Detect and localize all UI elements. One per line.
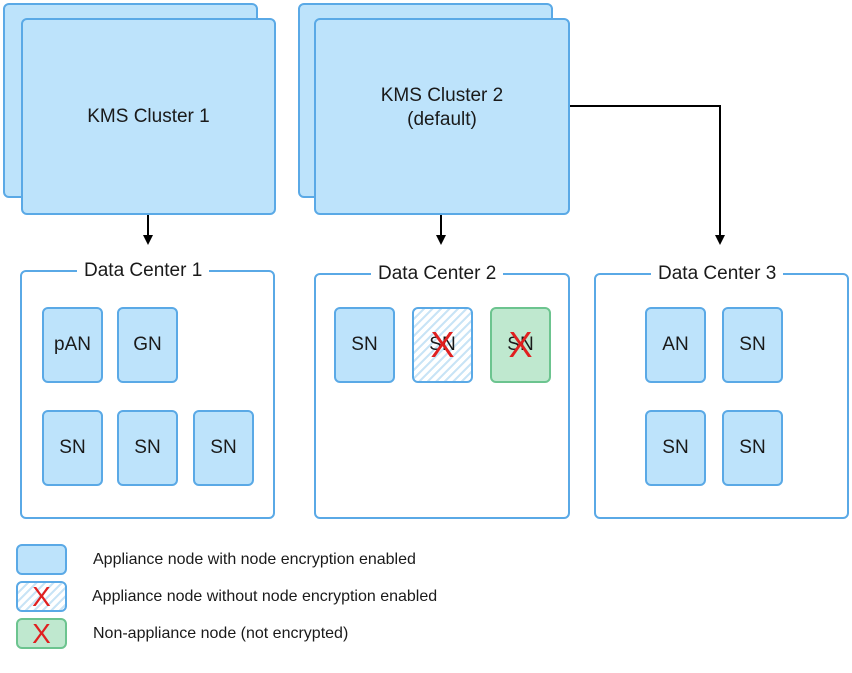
node-label: SN	[739, 334, 766, 355]
legend-swatch-unencrypted-appliance: X	[16, 581, 67, 612]
node-label: SN	[134, 437, 161, 458]
data-center-2: Data Center 2 SN SN X SN X	[314, 263, 570, 519]
node-label: SN	[351, 334, 378, 355]
node-label: SN	[59, 437, 86, 458]
node-label: SN	[210, 437, 237, 458]
node-sn-unencrypted-appliance: SN X	[412, 307, 473, 383]
data-center-3: Data Center 3 AN SN SN SN	[594, 263, 849, 519]
node-label: pAN	[54, 334, 91, 355]
legend-swatch-encrypted	[16, 544, 67, 575]
x-mark-icon: X	[430, 324, 455, 365]
x-mark-icon: X	[32, 580, 51, 612]
node-sn: SN	[193, 410, 254, 486]
arrow-kms2-to-dc3	[570, 105, 725, 245]
kms-cluster-1-label: KMS Cluster 1	[87, 105, 210, 127]
node-label: SN	[507, 334, 534, 355]
node-gn: GN	[117, 307, 178, 383]
legend-text-encrypted: Appliance node with node encryption enab…	[93, 551, 416, 568]
x-mark-icon: X	[32, 617, 51, 649]
node-sn: SN	[722, 410, 783, 486]
node-label: GN	[133, 334, 162, 355]
data-center-1-title: Data Center 1	[77, 260, 210, 282]
node-label: SN	[739, 437, 766, 458]
kms-cluster-2-sublabel: (default)	[407, 108, 477, 130]
node-sn: SN	[722, 307, 783, 383]
data-center-1: Data Center 1 pAN GN SN SN SN	[20, 260, 275, 519]
node-sn: SN	[42, 410, 103, 486]
node-sn: SN	[117, 410, 178, 486]
legend: Appliance node with node encryption enab…	[16, 542, 516, 654]
node-sn: SN	[334, 307, 395, 383]
kms-cluster-2-label: KMS Cluster 2	[380, 84, 504, 106]
node-label: AN	[662, 334, 689, 355]
legend-text-non-appliance: Non-appliance node (not encrypted)	[93, 625, 349, 642]
kms-cluster-1: KMS Cluster 1	[21, 18, 276, 215]
x-mark-icon: X	[508, 324, 533, 365]
legend-swatch-non-appliance: X	[16, 618, 67, 649]
data-center-2-title: Data Center 2	[371, 263, 504, 285]
node-an: AN	[645, 307, 706, 383]
legend-text-unencrypted-appliance: Appliance node without node encryption e…	[92, 588, 438, 605]
node-label: SN	[662, 437, 689, 458]
data-center-3-title: Data Center 3	[651, 263, 784, 285]
node-sn: SN	[645, 410, 706, 486]
node-label: SN	[429, 334, 456, 355]
kms-cluster-2: KMS Cluster 2 (default)	[314, 18, 570, 215]
node-sn-non-appliance: SN X	[490, 307, 551, 383]
node-pan: pAN	[42, 307, 103, 383]
